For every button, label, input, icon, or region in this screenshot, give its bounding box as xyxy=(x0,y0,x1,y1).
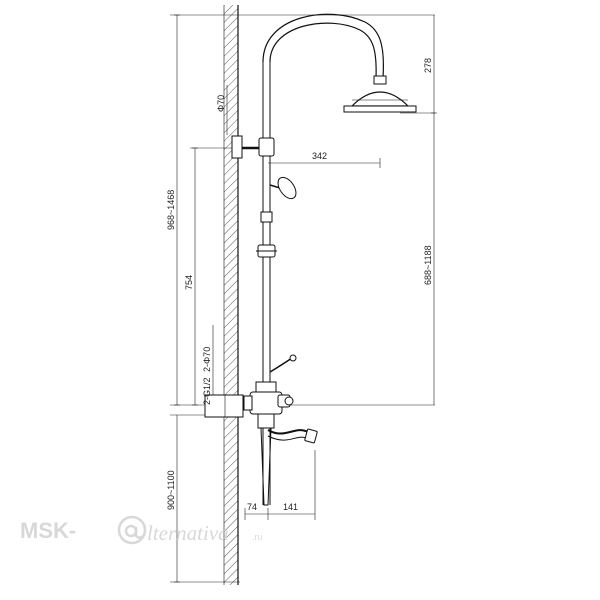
pipe-diameter-top-label: Φ70 xyxy=(216,95,226,112)
thread-label: 2-G1/2 xyxy=(202,377,212,405)
watermark-brand-left: MSK- xyxy=(20,518,76,543)
head-to-mixer-label: 688~1188 xyxy=(423,245,433,285)
pipe-diameter-bottom-label: 2-Φ70 xyxy=(202,347,212,372)
watermark-brand-script: lternativa xyxy=(147,521,229,545)
rail-height-label: 754 xyxy=(184,275,194,290)
at-sign-icon xyxy=(117,515,147,545)
dimension-lines xyxy=(174,14,437,583)
mount-height-label: 900~1100 xyxy=(166,470,176,510)
shower-fixture xyxy=(204,13,417,506)
total-height-label: 968~1468 xyxy=(166,190,176,230)
spout-reach-label: 141 xyxy=(283,502,298,512)
head-height-label: 278 xyxy=(423,58,433,73)
watermark-brand-domain: .ru xyxy=(252,532,263,542)
arm-reach-label: 342 xyxy=(312,151,327,161)
mixer-offset-label: 74 xyxy=(247,502,257,512)
